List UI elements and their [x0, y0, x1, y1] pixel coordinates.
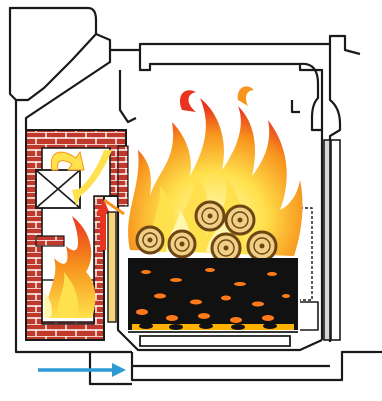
log [137, 227, 163, 253]
ash-pan [128, 332, 298, 346]
log [196, 202, 224, 230]
log [226, 206, 254, 234]
heat-exchanger-box [36, 170, 80, 208]
log [248, 232, 276, 260]
front-door-glass [324, 140, 340, 340]
baffle-plate [108, 212, 116, 322]
log [212, 234, 240, 262]
log [169, 231, 195, 257]
air-inlet-arrow [38, 363, 126, 377]
coal-bed [128, 258, 298, 330]
